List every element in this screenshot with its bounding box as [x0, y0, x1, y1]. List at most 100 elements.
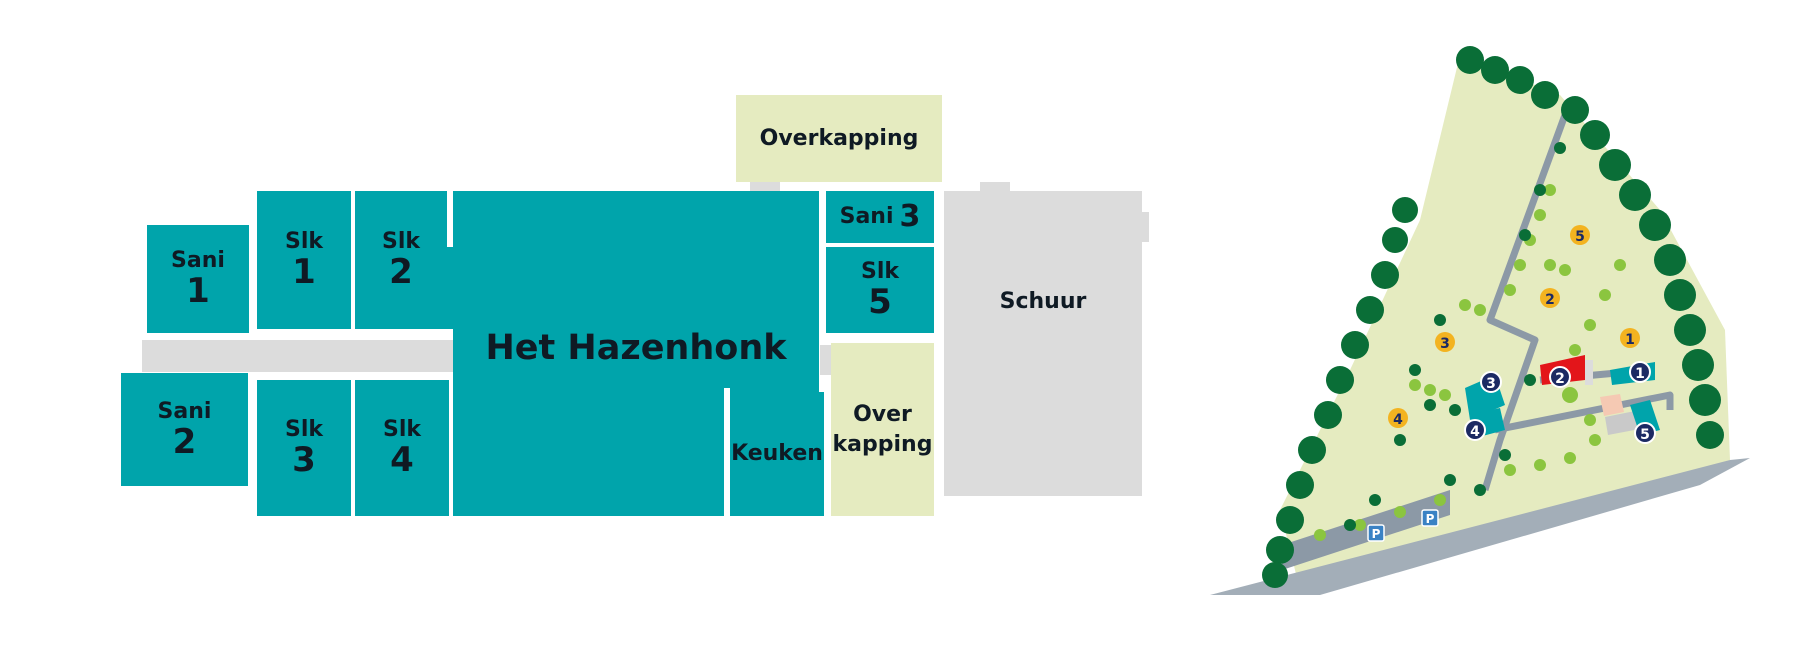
marker-label: 5 [1575, 229, 1585, 245]
room-label: Slk [284, 229, 324, 254]
tree [1262, 562, 1288, 588]
building-marker-3[interactable]: 3 [1480, 371, 1502, 393]
tree [1382, 227, 1408, 253]
bush [1314, 529, 1326, 541]
hall-label: Het Hazenhonk [485, 328, 787, 368]
parking-icon[interactable]: P [1367, 524, 1385, 542]
room-number: 3 [899, 199, 921, 234]
field-marker-3[interactable]: 3 [1435, 332, 1455, 352]
tree [1599, 149, 1631, 181]
field-marker-5[interactable]: 5 [1570, 225, 1590, 245]
tree [1674, 314, 1706, 346]
tree [1326, 366, 1354, 394]
tree [1298, 436, 1326, 464]
tree [1524, 374, 1536, 386]
room-label: Schuur [999, 289, 1087, 314]
building-overkapping [1585, 360, 1593, 385]
bush [1599, 289, 1611, 301]
tree [1696, 421, 1724, 449]
tree [1689, 384, 1721, 416]
bush [1459, 299, 1471, 311]
building-marker-1[interactable]: 1 [1629, 361, 1651, 383]
room-sani-1[interactable]: Sani 1 [147, 225, 249, 333]
tree [1561, 96, 1589, 124]
room-number: 5 [868, 282, 892, 322]
bush [1544, 184, 1556, 196]
room-label: Slk [382, 417, 422, 442]
tree [1481, 56, 1509, 84]
room-slk-1[interactable]: Slk 1 [257, 191, 351, 329]
parking-area [1282, 490, 1450, 570]
schuur-tab [1140, 212, 1149, 242]
room-label: Slk [381, 229, 421, 254]
marker-label: 1 [1625, 332, 1635, 348]
bush [1564, 452, 1576, 464]
marker-dot [1620, 328, 1640, 348]
room-label: Keuken [731, 441, 823, 466]
corridor [142, 340, 457, 372]
site-map: 1 2 3 4 5 1 2 3 [1210, 46, 1750, 595]
room-slk-5[interactable]: Slk 5 [826, 247, 934, 333]
tree [1554, 142, 1566, 154]
room-slk-3[interactable]: Slk 3 [257, 380, 351, 516]
room-number: 2 [172, 421, 197, 462]
marker-dot [1480, 371, 1502, 393]
field-marker-1[interactable]: 1 [1620, 328, 1640, 348]
bush [1504, 284, 1516, 296]
marker-dot [1634, 422, 1656, 444]
tree [1276, 506, 1304, 534]
tree [1394, 434, 1406, 446]
parking-icon[interactable]: P [1421, 509, 1439, 527]
room-label: Overkapping [759, 125, 919, 151]
bush [1544, 259, 1556, 271]
parking-sign [1421, 509, 1439, 527]
marker-dot [1549, 366, 1571, 388]
tree [1682, 349, 1714, 381]
tree [1341, 331, 1369, 359]
tree [1371, 261, 1399, 289]
marker-dot [1629, 361, 1651, 383]
bush [1434, 494, 1446, 506]
room-overkapping-top[interactable]: Overkapping [736, 95, 942, 182]
field-marker-2[interactable]: 2 [1540, 288, 1560, 308]
tree [1434, 314, 1446, 326]
building-marker-4[interactable]: 4 [1464, 419, 1486, 441]
tree [1580, 120, 1610, 150]
bush [1354, 519, 1366, 531]
bush [1534, 209, 1546, 221]
schuur-tab [980, 182, 1010, 194]
room-number: 1 [292, 252, 316, 292]
path [1481, 113, 1569, 492]
tree [1506, 66, 1534, 94]
room-schuur[interactable]: Schuur [944, 191, 1142, 496]
room-slk-4[interactable]: Slk 4 [355, 380, 449, 516]
room-sani-2[interactable]: Sani 2 [121, 373, 248, 486]
building-marker-5[interactable]: 5 [1634, 422, 1656, 444]
tree [1619, 179, 1651, 211]
room-keuken[interactable]: Keuken [730, 392, 824, 516]
marker-label: 3 [1440, 336, 1450, 352]
field-marker-4[interactable]: 4 [1388, 408, 1408, 428]
tree [1499, 449, 1511, 461]
room-label-line2: kapping [832, 431, 933, 457]
bush [1559, 264, 1571, 276]
tree [1449, 404, 1461, 416]
building-marker-2[interactable]: 2 [1549, 366, 1571, 388]
hedges [1314, 184, 1626, 541]
bush [1394, 506, 1406, 518]
room-number: 4 [390, 440, 414, 480]
site-grass [1280, 55, 1730, 590]
bush [1439, 389, 1451, 401]
marker-label: 4 [1393, 412, 1403, 428]
parking-label: P [1426, 512, 1435, 526]
bush [1409, 379, 1421, 391]
tree [1424, 399, 1436, 411]
road [1210, 458, 1750, 595]
bush [1614, 259, 1626, 271]
parking-label: P [1372, 527, 1381, 541]
field-markers: 1 2 3 4 5 [1388, 225, 1640, 428]
bush [1584, 414, 1596, 426]
room-overkapping-side[interactable]: Over kapping [831, 343, 934, 516]
room-sani-3[interactable]: Sani 3 [826, 191, 934, 243]
tree-belt [1262, 46, 1724, 588]
